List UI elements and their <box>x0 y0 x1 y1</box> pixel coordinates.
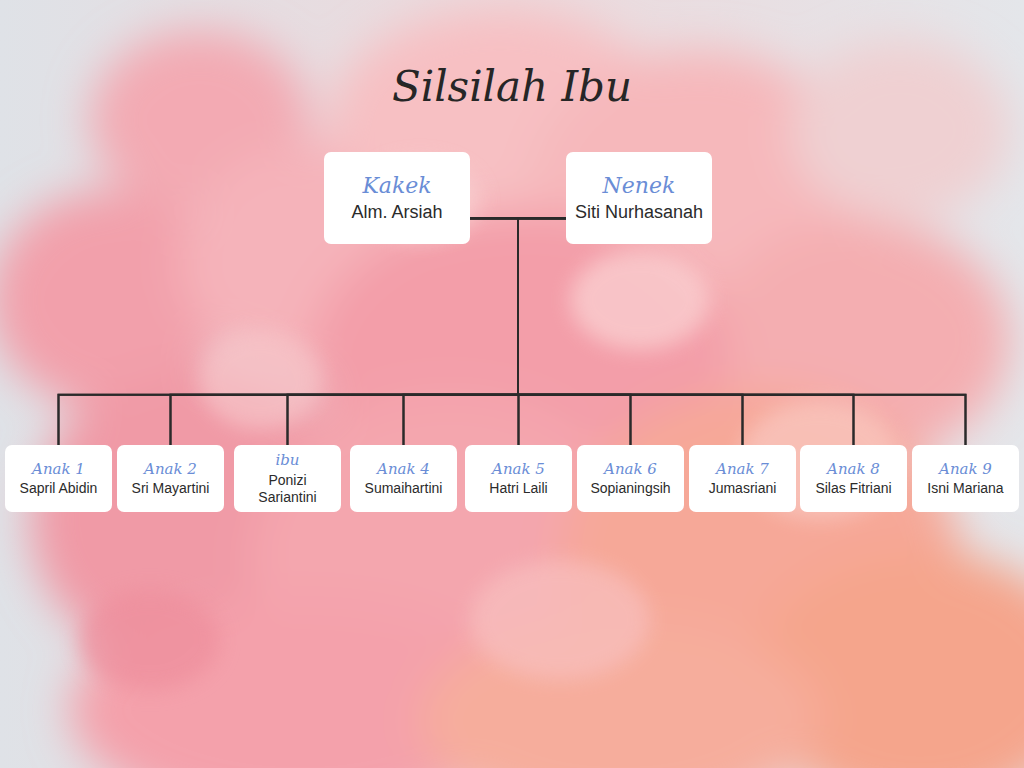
family-connector <box>470 218 854 445</box>
child-box: ibuPonizi Sariantini <box>234 445 341 512</box>
title: Silsilah Ibu <box>0 62 1024 111</box>
relation-label: Anak 6 <box>604 460 657 479</box>
child-box: Anak 5Hatri Laili <box>465 445 572 512</box>
person-name: Ponizi Sariantini <box>239 472 336 506</box>
person-name: Sopianingsih <box>590 480 670 497</box>
family-connector <box>470 218 631 445</box>
family-connector <box>171 218 567 445</box>
family-connector <box>171 218 519 445</box>
relation-label: ibu <box>275 451 299 470</box>
child-box: Anak 7Jumasriani <box>689 445 796 512</box>
person-name: Sumaihartini <box>365 480 443 497</box>
person-name: Jumasriani <box>709 480 777 497</box>
family-connector <box>404 218 567 445</box>
relation-label: Anak 7 <box>716 460 769 479</box>
relation-label: Anak 4 <box>377 460 430 479</box>
family-connector <box>518 218 566 445</box>
child-box: Anak 6Sopianingsih <box>577 445 684 512</box>
family-connector <box>518 218 966 445</box>
family-connector <box>404 218 519 445</box>
person-name: Alm. Arsiah <box>351 201 442 224</box>
person-name: Hatri Laili <box>489 480 547 497</box>
person-name: Siti Nurhasanah <box>575 201 703 224</box>
child-box: Anak 8Silas Fitriani <box>800 445 907 512</box>
grandparent-box: KakekAlm. Arsiah <box>324 152 470 244</box>
person-name: Isni Mariana <box>927 480 1003 497</box>
child-box: Anak 1Sapril Abidin <box>5 445 112 512</box>
family-connector <box>288 218 567 445</box>
relation-label: Anak 8 <box>827 460 880 479</box>
child-box: Anak 2Sri Mayartini <box>117 445 224 512</box>
smoke-cloud <box>0 10 1024 768</box>
relation-label: Anak 2 <box>144 460 197 479</box>
person-name: Silas Fitriani <box>815 480 891 497</box>
family-connector <box>518 218 631 445</box>
child-box: Anak 4Sumaihartini <box>350 445 457 512</box>
family-connector <box>470 218 966 445</box>
family-connector <box>470 218 743 445</box>
relation-label: Anak 5 <box>492 460 545 479</box>
family-connector <box>470 218 519 445</box>
family-connector <box>59 218 567 445</box>
relation-label: Anak 1 <box>32 460 85 479</box>
grandparent-box: NenekSiti Nurhasanah <box>566 152 712 244</box>
relation-label: Kakek <box>362 172 431 200</box>
relation-label: Anak 9 <box>939 460 992 479</box>
smoke-highlights <box>80 160 900 690</box>
person-name: Sapril Abidin <box>20 480 98 497</box>
family-connector <box>518 218 743 445</box>
family-connector <box>518 218 854 445</box>
child-box: Anak 9Isni Mariana <box>912 445 1019 512</box>
relation-label: Nenek <box>603 172 676 200</box>
person-name: Sri Mayartini <box>132 480 210 497</box>
